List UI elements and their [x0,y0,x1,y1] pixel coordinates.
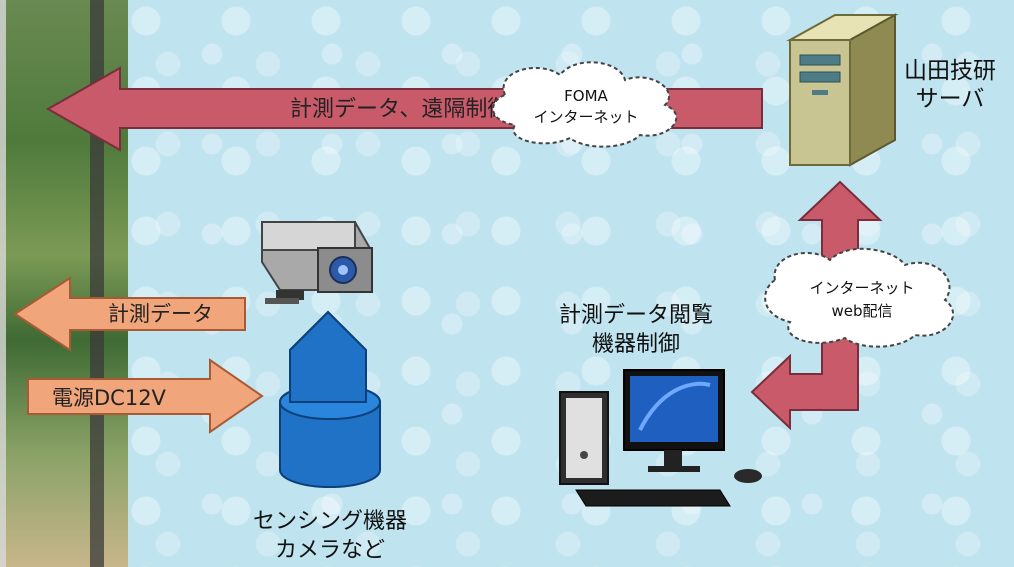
arrow-power-label: 電源DC12V [52,386,167,410]
pole [90,0,104,567]
arrow-data: 計測データ [13,276,246,352]
camera-icon [261,221,373,304]
cloud-foma: FOMA インターネット [492,61,678,148]
cloud-foma-line2: インターネット [533,108,638,126]
pc-label-line2: 機器制御 [592,332,680,357]
top-arrow-label: 計測データ、遠隔制御 [290,97,509,122]
server-icon [786,13,899,167]
sensor-device-icon [279,310,381,488]
pole-left [0,0,6,567]
pc-label-line1: 計測データ閲覧 [559,303,713,328]
arrow-data-label: 計測データ [108,302,213,326]
cloud-web-line2: web配信 [831,302,892,320]
server-label-line2: サーバ [916,86,985,112]
arrow-power: 電源DC12V [27,358,264,434]
sensor-label-line1: センシング機器 [253,509,407,534]
server-label-line1: 山田技研 [904,58,996,84]
cloud-foma-line1: FOMA [564,87,608,105]
server-pc-arrow [750,180,883,431]
desktop-pc-icon [559,369,762,507]
cloud-web-line1: インターネット [809,279,914,297]
top-arrow: 計測データ、遠隔制御 [45,66,763,152]
sensor-label-line2: カメラなど [275,538,385,563]
cloud-web: インターネット web配信 [764,247,955,348]
